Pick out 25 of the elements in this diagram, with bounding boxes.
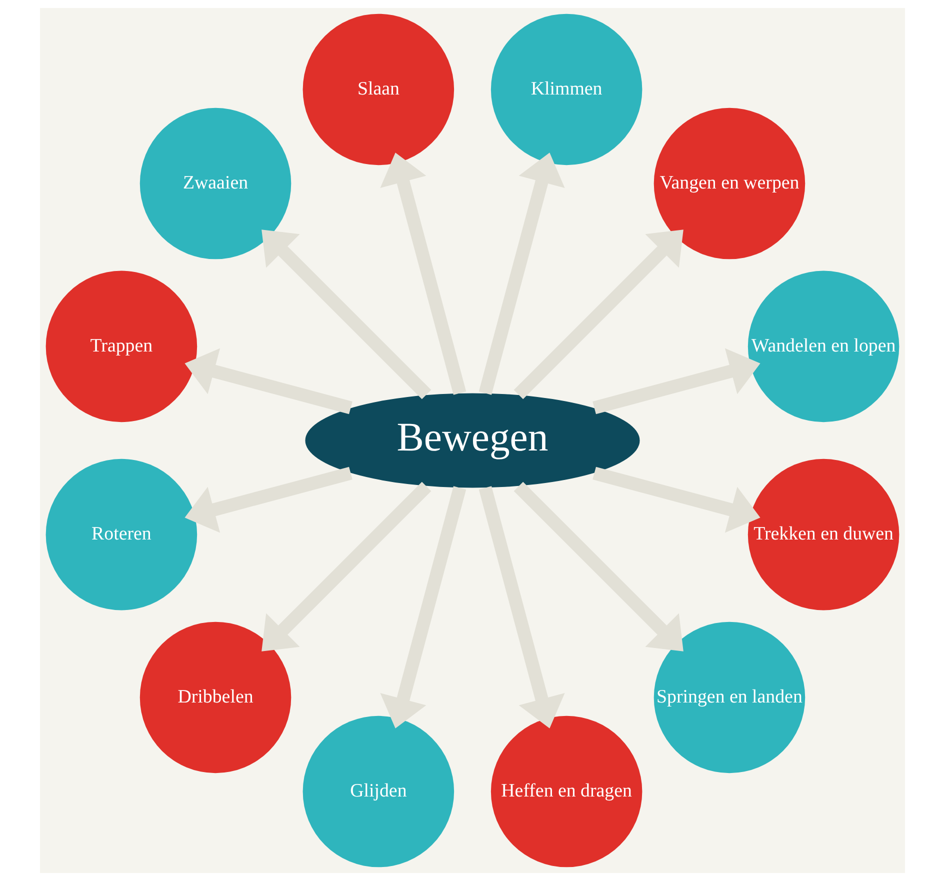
node-circle: Slaan xyxy=(302,14,454,166)
node-circle: Glijden xyxy=(302,716,454,868)
arrow xyxy=(513,230,683,400)
arrow xyxy=(261,230,431,400)
node-ellipse: Bewegen xyxy=(304,393,640,488)
arrow xyxy=(184,466,352,533)
arrow xyxy=(261,482,431,652)
node-circle: Springen en landen xyxy=(653,622,805,774)
arrow xyxy=(478,486,564,728)
arrow xyxy=(513,482,683,652)
node-circle: Dribbelen xyxy=(139,622,291,774)
node-circle: Trappen xyxy=(45,270,197,422)
node-circle: Trekken en duwen xyxy=(747,458,899,610)
arrow xyxy=(478,152,564,395)
node-circle: Wandelen en lopen xyxy=(747,270,899,422)
node-circle: Vangen en werpen xyxy=(653,108,805,260)
node-circle: Roteren xyxy=(45,458,197,610)
node-circle: Klimmen xyxy=(490,14,642,166)
arrow xyxy=(380,486,466,728)
node-circle: Heffen en dragen xyxy=(490,716,642,868)
arrow xyxy=(380,152,466,395)
arrow xyxy=(592,466,760,533)
node-circle: Zwaaien xyxy=(139,108,291,260)
arrow xyxy=(184,348,352,414)
arrow xyxy=(592,348,760,414)
